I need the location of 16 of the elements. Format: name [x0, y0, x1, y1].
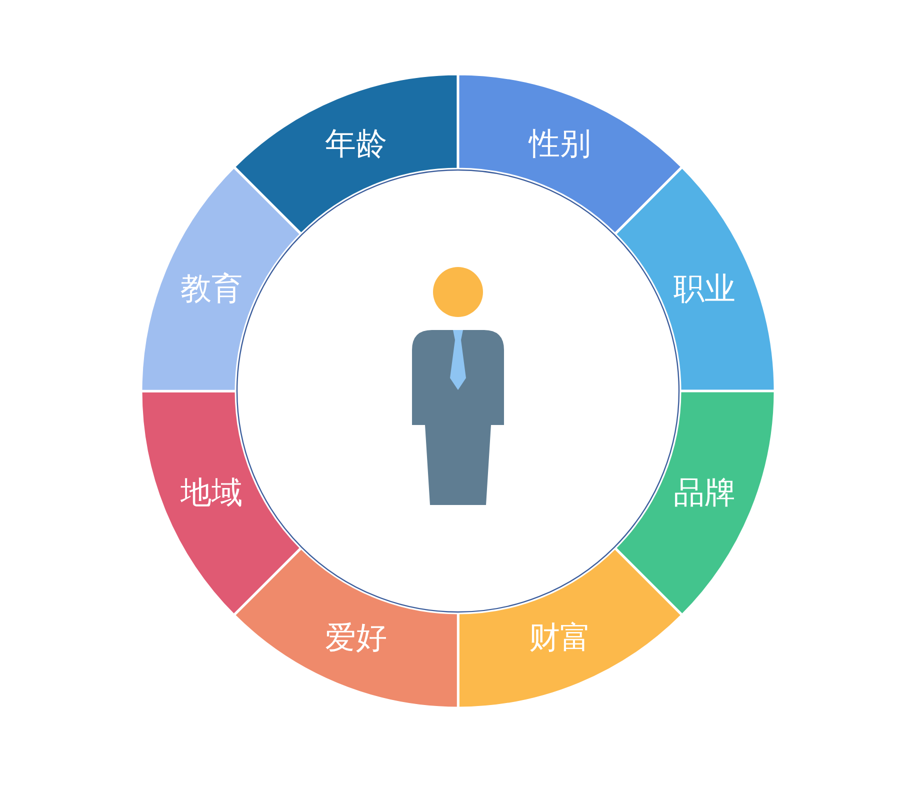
ring-segment — [458, 74, 682, 234]
ring-segment — [234, 74, 458, 234]
segment-label: 财富 — [529, 620, 592, 655]
ring-segment — [141, 166, 302, 391]
segment-label: 性别 — [529, 127, 592, 162]
ring-segment — [614, 166, 775, 391]
segment-label: 职业 — [674, 272, 736, 306]
ring-segment — [141, 391, 302, 616]
segment-label: 年龄 — [324, 127, 387, 162]
ring-segment — [458, 548, 682, 708]
segment-label: 地域 — [180, 476, 242, 510]
segment-label: 爱好 — [324, 620, 387, 655]
ring-segment — [614, 391, 775, 616]
ring-segment — [234, 548, 458, 708]
segment-label: 品牌 — [674, 476, 736, 510]
segment-label: 教育 — [180, 272, 242, 306]
